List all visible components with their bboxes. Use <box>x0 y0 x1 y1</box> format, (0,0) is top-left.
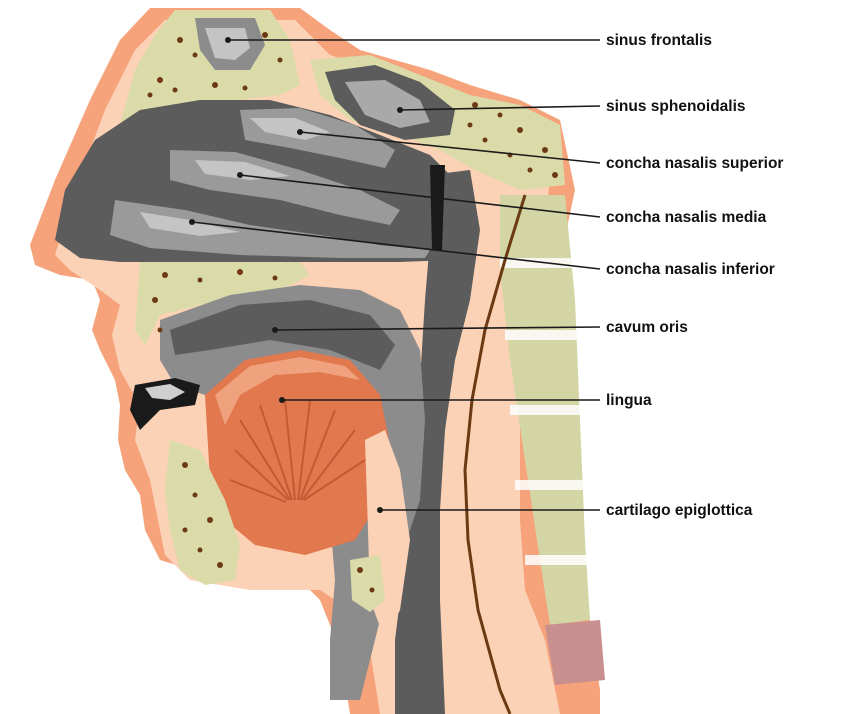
label-concha-nasalis-superior: concha nasalis superior <box>606 155 783 172</box>
label-concha-nasalis-inferior: concha nasalis inferior <box>606 261 775 278</box>
label-lingua: lingua <box>606 392 652 409</box>
leader-dot-concha-media <box>237 172 243 178</box>
leader-dot-sinus-frontalis <box>225 37 231 43</box>
leader-dot-cavum-oris <box>272 327 278 333</box>
anatomy-illustration <box>30 8 605 714</box>
leader-dot-lingua <box>279 397 285 403</box>
leader-dot-concha-superior <box>297 129 303 135</box>
labels: sinus frontalis sinus sphenoidalis conch… <box>606 32 783 519</box>
label-sinus-frontalis: sinus frontalis <box>606 32 712 49</box>
leader-dot-cartilago-epiglottica <box>377 507 383 513</box>
label-cavum-oris: cavum oris <box>606 319 688 336</box>
leader-dot-concha-inferior <box>189 219 195 225</box>
leader-dot-sinus-sphenoidalis <box>397 107 403 113</box>
esophagus <box>545 620 605 685</box>
label-cartilago-epiglottica: cartilago epiglottica <box>606 502 753 519</box>
label-concha-nasalis-media: concha nasalis media <box>606 209 767 226</box>
label-sinus-sphenoidalis: sinus sphenoidalis <box>606 98 746 115</box>
